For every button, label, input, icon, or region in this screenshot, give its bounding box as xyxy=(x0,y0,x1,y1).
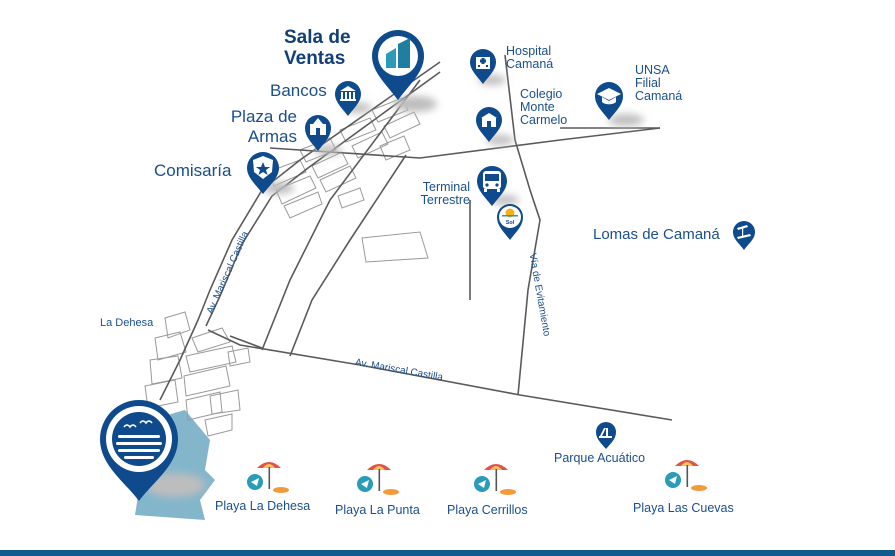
sea-birds-icon xyxy=(123,420,153,429)
comisaria-pin[interactable] xyxy=(244,150,282,196)
bus-icon xyxy=(483,171,501,192)
beach-umbrella-icon xyxy=(247,462,289,493)
beach-umbrella-icon xyxy=(665,460,707,491)
label-playa-la-punta: Playa La Punta xyxy=(335,503,420,517)
label-lomas: Lomas de Camaná xyxy=(593,226,720,243)
hospital-icon xyxy=(476,57,490,69)
bottom-bar xyxy=(0,550,895,556)
label-unsa: UNSA Filial Camaná xyxy=(635,63,683,104)
sun-logo-icon xyxy=(502,208,518,218)
school-icon xyxy=(481,113,497,127)
church-icon xyxy=(310,118,326,135)
beach-umbrella-icon xyxy=(357,464,399,495)
colegio-pin[interactable] xyxy=(474,106,504,144)
label-sala-de-ventas: Sala de Ventas xyxy=(284,27,351,69)
label-plaza-de-armas: Plaza de Armas xyxy=(230,107,297,146)
beach-umbrella-icon xyxy=(474,464,516,495)
label-playa-la-dehesa: Playa La Dehesa xyxy=(215,499,311,513)
label-la-dehesa: La Dehesa xyxy=(100,317,154,329)
sala-de-ventas-pin[interactable] xyxy=(368,28,428,104)
terminal-pin[interactable] xyxy=(474,164,510,208)
plaza-de-armas-pin[interactable] xyxy=(303,113,333,153)
parque-acuatico-pin[interactable] xyxy=(594,421,618,451)
town-blocks xyxy=(144,311,251,437)
hospital-pin[interactable] xyxy=(468,48,498,86)
label-bancos: Bancos xyxy=(270,81,327,100)
beach-chair-icon xyxy=(737,225,751,239)
waves-icon xyxy=(116,435,162,459)
police-badge-icon xyxy=(253,156,273,179)
label-playa-las-cuevas: Playa Las Cuevas xyxy=(633,501,734,515)
bancos-pin[interactable] xyxy=(333,80,363,118)
beach-zone-pin[interactable] xyxy=(94,395,184,503)
unsa-pin[interactable] xyxy=(592,80,626,122)
bank-icon xyxy=(340,86,356,101)
label-comisaria: Comisaría xyxy=(154,161,232,180)
building-logo-icon xyxy=(386,38,410,68)
label-colegio: Colegio Monte Carmelo xyxy=(520,87,568,128)
waterpark-icon xyxy=(599,428,612,438)
sol-logo-text: Sol xyxy=(506,220,515,226)
lomas-pin[interactable] xyxy=(731,220,757,252)
graduation-cap-icon xyxy=(597,88,621,105)
label-parque-acuatico: Parque Acuático xyxy=(554,451,646,465)
label-playa-cerrillos: Playa Cerrillos xyxy=(447,503,528,517)
sol-logo-pin[interactable]: Sol xyxy=(495,202,525,242)
label-terminal: Terminal Terrestre xyxy=(420,180,470,208)
label-hospital: Hospital Camaná xyxy=(506,44,554,72)
